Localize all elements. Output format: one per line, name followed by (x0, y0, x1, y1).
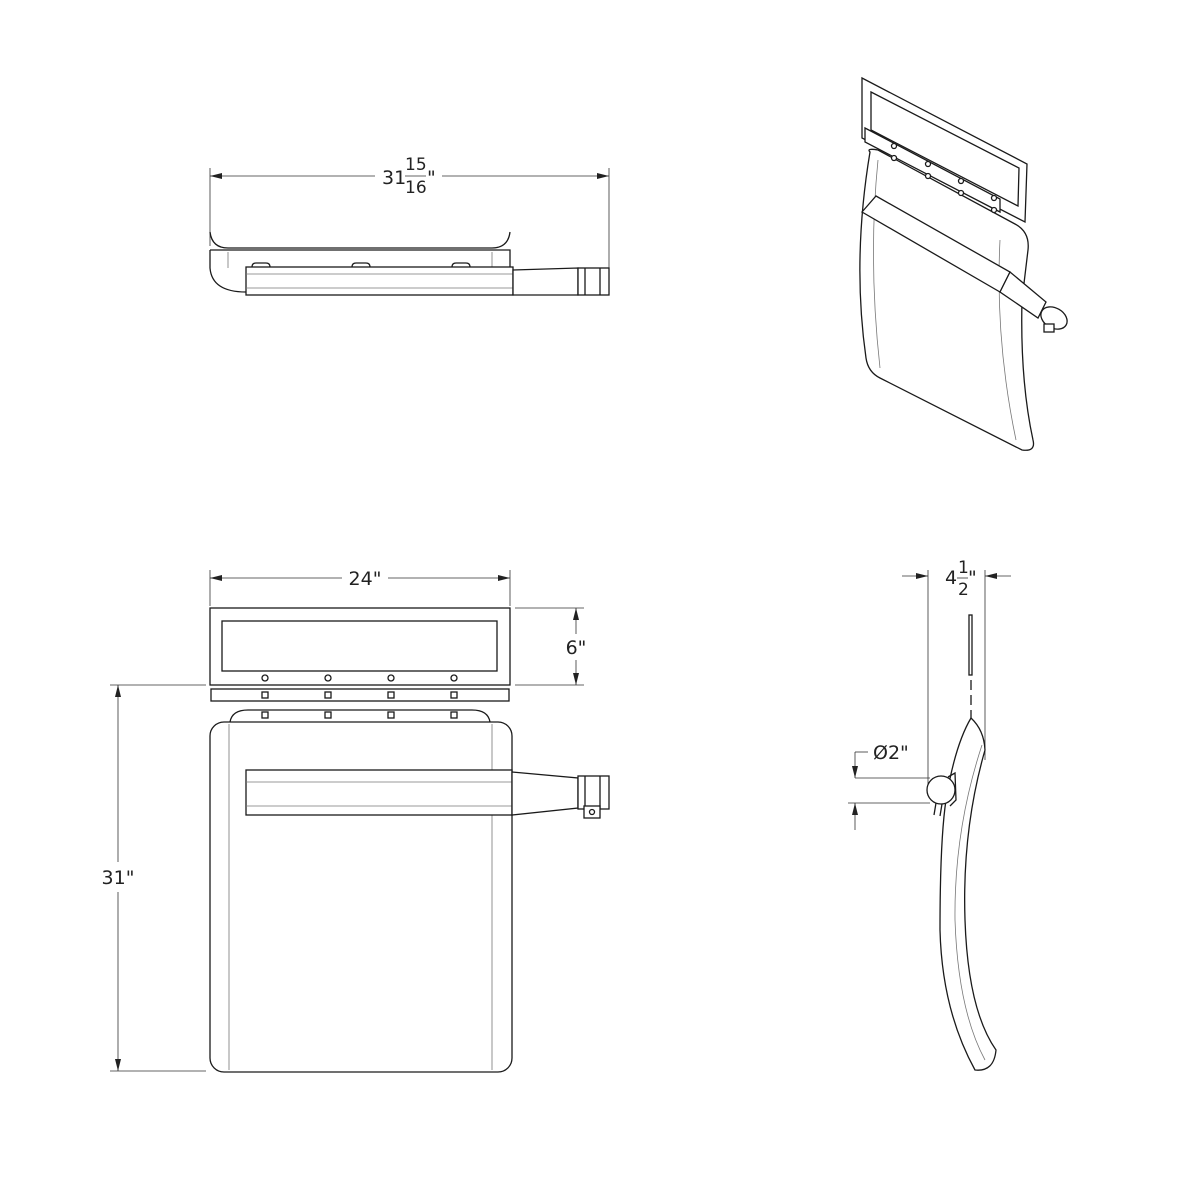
side-sign-plate (968, 614, 973, 676)
mounting-strip (210, 688, 510, 702)
grab-bar (245, 769, 513, 816)
svg-text:": " (968, 567, 977, 589)
tube-taper (511, 771, 579, 816)
back-plate-edge (229, 709, 491, 723)
top-width-label: 31 15 16 " (382, 155, 436, 198)
isometric-view (859, 76, 1068, 451)
sign-height-label: 6" (566, 637, 587, 659)
svg-text:15: 15 (405, 155, 427, 175)
tube-cap (577, 775, 610, 810)
iso-tube-taper (999, 270, 1047, 319)
sign-plate (209, 607, 511, 686)
front-width-label: 24" (349, 568, 382, 590)
mount-holes (890, 142, 998, 214)
svg-text:4: 4 (945, 567, 957, 589)
svg-text:1: 1 (958, 558, 969, 578)
svg-text:2: 2 (958, 580, 969, 600)
sign-holes (261, 674, 458, 682)
svg-text:": " (427, 167, 436, 189)
svg-text:31: 31 (382, 167, 406, 189)
top-view: 31 15 16 " (209, 155, 610, 296)
tube-diameter-label: Ø2" (873, 742, 909, 764)
grab-bar (245, 266, 514, 296)
plate-fasteners (261, 711, 458, 719)
set-screw-block (583, 805, 601, 819)
sign-plate (861, 76, 1028, 224)
tube-cap (577, 267, 610, 296)
panel-height-label: 31" (102, 867, 135, 889)
mounting-strip (864, 126, 1001, 214)
side-backrest-panel (939, 716, 997, 1071)
strip-fasteners (261, 691, 458, 699)
side-tube (926, 775, 956, 805)
svg-text:16: 16 (405, 178, 427, 198)
sign-lip (209, 231, 511, 249)
tube-taper (512, 267, 579, 296)
panel-edge (209, 249, 511, 293)
side-view: 4 1 2 " Ø2" (848, 558, 1011, 1071)
side-depth-label: 4 1 2 " (945, 558, 977, 600)
front-view: 24" 6" (102, 568, 610, 1073)
